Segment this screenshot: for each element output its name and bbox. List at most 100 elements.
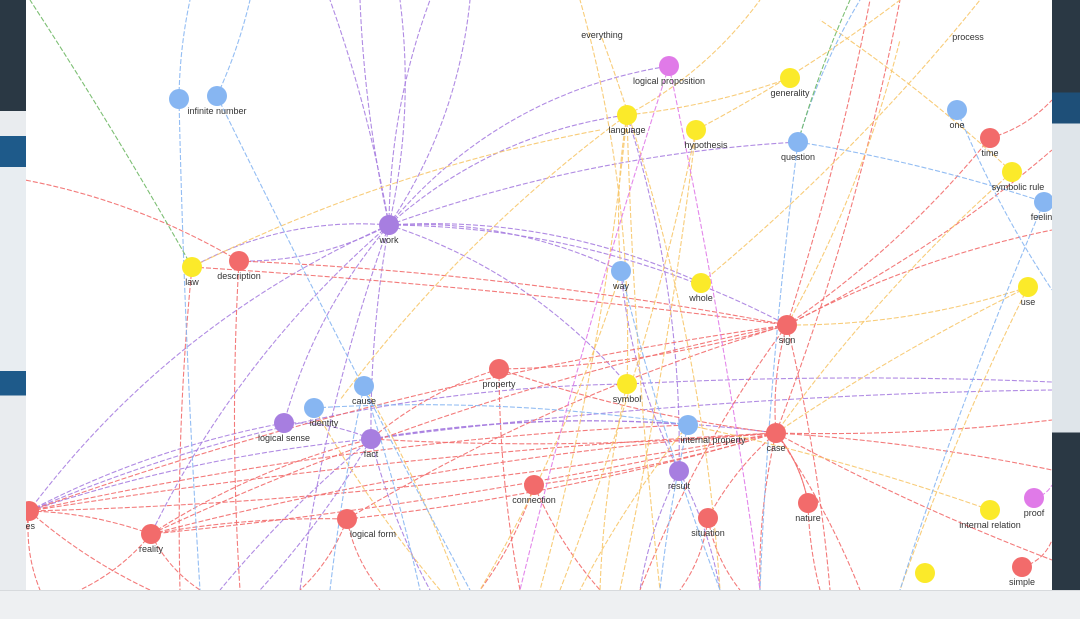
node-circle[interactable] xyxy=(524,475,544,495)
node-logical-sense[interactable]: logical sense xyxy=(258,413,310,443)
node-fact[interactable]: fact xyxy=(361,429,381,459)
node-label: law xyxy=(185,277,199,287)
node-process[interactable]: process xyxy=(952,32,984,42)
node-reality[interactable]: reality xyxy=(139,524,164,554)
node-sign[interactable]: sign xyxy=(777,315,797,345)
edge-purple xyxy=(678,470,721,591)
node-circle[interactable] xyxy=(141,524,161,544)
node-whole[interactable]: whole xyxy=(688,273,713,303)
node-circle[interactable] xyxy=(980,500,1000,520)
node-description[interactable]: description xyxy=(217,251,261,281)
node-situation[interactable]: situation xyxy=(691,508,725,538)
node-circle[interactable] xyxy=(611,261,631,281)
node-circle[interactable] xyxy=(915,563,935,583)
node-cause[interactable]: cause xyxy=(352,376,376,406)
node-circle[interactable] xyxy=(678,415,698,435)
node-label: logical sense xyxy=(258,433,310,443)
node-br-red[interactable]: simple xyxy=(1009,557,1035,587)
node-connection[interactable]: connection xyxy=(512,475,556,505)
node-work[interactable]: work xyxy=(378,215,399,245)
edge-orange xyxy=(695,0,901,131)
node-result[interactable]: result xyxy=(668,461,691,491)
node-everything[interactable]: everything xyxy=(581,30,623,40)
graph-nodes[interactable]: everything process logical proposition gene… xyxy=(19,30,1057,587)
node-circle[interactable] xyxy=(489,359,509,379)
node-logical-form[interactable]: logical form xyxy=(337,509,396,539)
node-circle[interactable] xyxy=(798,493,818,513)
node-nature[interactable]: nature xyxy=(795,493,821,523)
node-circle[interactable] xyxy=(617,105,637,125)
node-circle[interactable] xyxy=(274,413,294,433)
node-question[interactable]: question xyxy=(781,132,815,162)
node-logical-proposition[interactable]: logical proposition xyxy=(633,56,705,86)
edge-red xyxy=(775,432,861,591)
node-circle[interactable] xyxy=(617,374,637,394)
node-circle[interactable] xyxy=(788,132,808,152)
node-circle[interactable] xyxy=(354,376,374,396)
node-property[interactable]: property xyxy=(482,359,516,389)
node-infinite-number[interactable]: infinite number xyxy=(187,86,247,116)
node-circle[interactable] xyxy=(980,128,1000,148)
node-symbol[interactable]: symbol xyxy=(613,374,642,404)
node-identity[interactable]: identity xyxy=(304,398,339,428)
node-circle[interactable] xyxy=(182,257,202,277)
edge-red xyxy=(498,324,788,370)
edge-green xyxy=(797,0,851,143)
node-circle[interactable] xyxy=(361,429,381,449)
node-generality[interactable]: generality xyxy=(770,68,810,98)
node-circle[interactable] xyxy=(686,120,706,140)
edge-red xyxy=(775,432,1053,561)
edge-purple xyxy=(299,224,390,591)
bottom-scroll-bar[interactable] xyxy=(0,590,1080,619)
node-circle[interactable] xyxy=(337,509,357,529)
node-circle[interactable] xyxy=(691,273,711,293)
node-circle[interactable] xyxy=(304,398,324,418)
node-hypothesis[interactable]: hypothesis xyxy=(684,120,728,150)
node-language[interactable]: language xyxy=(608,105,646,135)
node-feeling[interactable]: feeling xyxy=(1031,192,1058,222)
edge-red xyxy=(775,0,901,434)
node-case[interactable]: case xyxy=(766,423,786,453)
node-br-yellow[interactable] xyxy=(915,563,935,583)
edge-red xyxy=(150,324,788,535)
node-circle[interactable] xyxy=(207,86,227,106)
node-law[interactable]: law xyxy=(182,257,202,287)
node-label: nature xyxy=(795,513,821,523)
edge-blue xyxy=(759,141,799,591)
node-circle[interactable] xyxy=(777,315,797,335)
node-circle[interactable] xyxy=(229,251,249,271)
node-internal-property[interactable]: internal property xyxy=(678,415,746,445)
edge-orange xyxy=(626,77,791,116)
node-circle[interactable] xyxy=(698,508,718,528)
edge-blue xyxy=(620,270,721,591)
edge-blue xyxy=(329,385,365,591)
edge-red xyxy=(786,137,991,326)
node-label: identity xyxy=(310,418,339,428)
edge-blue xyxy=(216,95,471,591)
node-circle[interactable] xyxy=(1002,162,1022,182)
node-circle[interactable] xyxy=(1024,488,1044,508)
concept-network-graph[interactable]: everything process logical proposition gene… xyxy=(0,0,1080,591)
node-circle[interactable] xyxy=(379,215,399,235)
edge-red xyxy=(775,432,1053,471)
edge-purple xyxy=(388,65,670,226)
node-circle[interactable] xyxy=(947,100,967,120)
node-circle[interactable] xyxy=(766,423,786,443)
node-time[interactable]: time xyxy=(980,128,1000,158)
node-way[interactable]: way xyxy=(611,261,631,291)
node-circle[interactable] xyxy=(1012,557,1032,577)
graph-canvas[interactable]: everything process logical proposition gene… xyxy=(0,0,1080,591)
node-circle[interactable] xyxy=(169,89,189,109)
node-internal-relation[interactable]: internal relation xyxy=(959,500,1021,530)
node-circle[interactable] xyxy=(1034,192,1054,212)
node-tl-blue[interactable] xyxy=(169,89,189,109)
node-proof[interactable]: proof xyxy=(1024,488,1045,518)
node-use[interactable]: use xyxy=(1018,277,1038,307)
edge-red xyxy=(150,518,348,535)
node-tr-blue[interactable]: one xyxy=(947,100,967,130)
node-circle[interactable] xyxy=(669,461,689,481)
node-circle[interactable] xyxy=(1018,277,1038,297)
node-symbolic-rule[interactable]: symbolic rule xyxy=(992,162,1045,192)
node-circle[interactable] xyxy=(659,56,679,76)
node-circle[interactable] xyxy=(780,68,800,88)
